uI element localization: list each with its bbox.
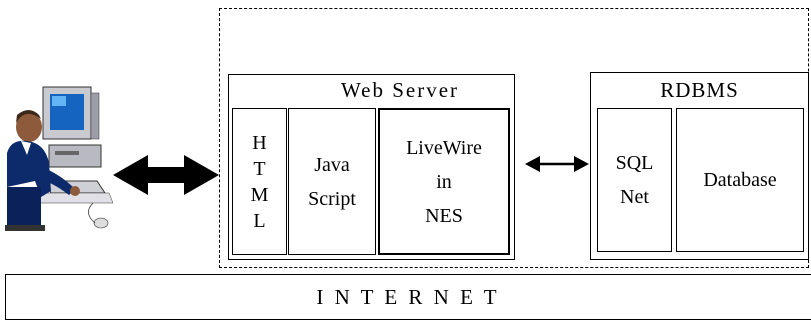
livewire-label: LiveWire in NES: [378, 108, 510, 255]
sqlnet-line: SQL: [615, 152, 654, 174]
javascript-box: [288, 108, 376, 255]
javascript-label: Java Script: [288, 108, 376, 255]
internet-label: I N T E R N E T: [316, 285, 500, 309]
livewire-line: LiveWire: [406, 136, 482, 159]
user-at-computer-icon: [5, 85, 113, 240]
internet-bar: [5, 274, 811, 320]
html-letter: T: [253, 157, 266, 180]
html-box: [232, 108, 287, 255]
javascript-line: Script: [308, 187, 356, 210]
sqlnet-line: Net: [620, 186, 649, 208]
html-label: H T M L: [232, 108, 287, 255]
html-letter: M: [250, 183, 269, 206]
livewire-line: NES: [425, 204, 463, 227]
database-label: Database: [676, 108, 804, 252]
database-box: [676, 108, 804, 252]
javascript-line: Java: [314, 153, 350, 176]
database-text: Database: [703, 168, 777, 191]
html-letter: H: [252, 131, 267, 154]
sqlnet-box: [597, 108, 672, 252]
sqlnet-label: SQL Net: [597, 108, 672, 252]
html-letter: L: [253, 209, 266, 232]
rdbms-title: RDBMS: [660, 78, 739, 102]
livewire-box: [378, 108, 510, 255]
web-server-title: Web Server: [340, 78, 460, 102]
livewire-line: in: [436, 170, 452, 193]
